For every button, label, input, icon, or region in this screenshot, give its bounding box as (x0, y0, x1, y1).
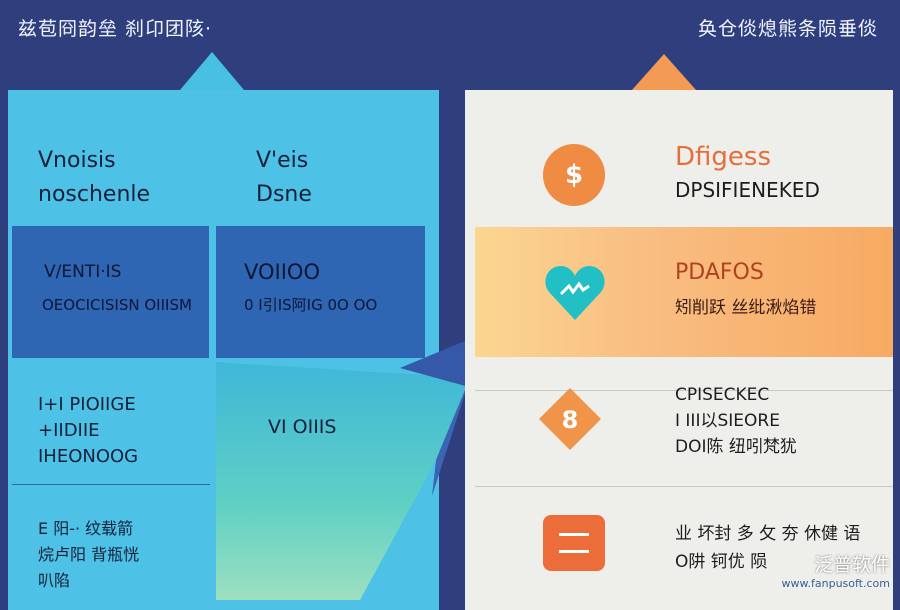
left-cell-2-line: V'eis (256, 148, 309, 173)
dark-box-1-line: OIIISM (144, 296, 192, 314)
left-divider (12, 484, 210, 485)
left-cell-5-line: +IIDIIE (38, 420, 100, 441)
left-cell-2: V'eis Dsne (256, 144, 312, 212)
left-dark-box-1: V/ENTI·IS OEOCICISISN OIIISM (12, 226, 209, 358)
right-row-1-title: Dfigess (675, 142, 771, 172)
left-cell-7-line: 叭陷 (38, 571, 71, 590)
right-row-4-line: O阱 钶优 陨 (675, 552, 768, 572)
left-cell-2-line: Dsne (256, 182, 312, 207)
header-left-title: 兹苞冏韵垒 刹卬团陔· (18, 18, 213, 40)
arrow-body (216, 362, 470, 600)
left-panel: Vnoisis noschenle V'eis Dsne V/ENTI·IS O… (8, 90, 439, 610)
right-row-4-line: 业 坏封 多 攵 夯 休健 语 (675, 524, 861, 544)
left-cell-5-line: I+I PIOIIGE (38, 394, 136, 415)
right-row-3-line: I III以SIEORE (675, 411, 780, 431)
dark-box-2-body: 0 I引IS阿IG 0O OO (244, 294, 377, 316)
left-cell-1-line: Vnoisis (38, 148, 116, 173)
dark-box-2-line: 0 I引IS阿IG (244, 296, 323, 314)
right-divider (475, 486, 893, 487)
right-row-1: Dfigess DPSIFIENEKED (675, 142, 820, 202)
dark-box-2-title: VOIIOO (244, 260, 320, 284)
dollar-icon: $ (543, 144, 605, 206)
square-icon (543, 515, 605, 571)
right-row-2-title: PDAFOS (675, 260, 764, 285)
dark-box-1-body: OEOCICISISN OIIISM (42, 294, 192, 316)
right-highlight-band (475, 227, 893, 357)
left-cell-5: I+I PIOIIGE +IIDIIE IHEONOOG (38, 392, 138, 470)
arrow-label: VI OIIIS (268, 416, 337, 438)
heart-icon (545, 266, 605, 320)
dark-box-1-line: OEOCICISISN (42, 296, 140, 314)
right-row-3: CPISECKEC I III以SIEORE DOI陈 纽吲梵犹 (675, 382, 797, 460)
dark-box-1-title: V/ENTI·IS (44, 262, 122, 282)
diamond-glyph: 8 (562, 406, 579, 434)
diamond-icon: 8 (539, 388, 601, 450)
left-cell-7: E 阳-· 纹载箭 烷卢阳 背瓶恍 叭陷 (38, 516, 139, 594)
right-row-3-line: DOI陈 纽吲梵犹 (675, 437, 797, 457)
left-pointer-triangle (180, 52, 244, 90)
right-row-3-line: CPISECKEC (675, 385, 770, 405)
header-right-title: 奂仓倓熄熊条陨垂倓 (697, 18, 878, 40)
arrow-shadow (432, 378, 470, 496)
dark-box-2-line: 0O OO (327, 296, 378, 314)
left-cell-5-line: IHEONOOG (38, 446, 139, 467)
right-row-2: PDAFOS 矧削跃 丝纰湫焰错 (675, 260, 816, 318)
watermark-url: www.fanpusoft.com (781, 577, 890, 590)
right-row-2-subtitle: 矧削跃 丝纰湫焰错 (675, 298, 817, 318)
right-row-4: 业 坏封 多 攵 夯 休健 语 O阱 钶优 陨 (675, 520, 860, 576)
left-cell-7-line: E 阳-· 纹载箭 (38, 519, 134, 538)
right-panel: $ 8 Dfigess DPSIFIENEKED PDAFOS 矧削跃 丝纰湫焰… (465, 90, 893, 610)
watermark: 泛普软件 www.fanpusoft.com (782, 550, 890, 590)
left-dark-box-2: VOIIOO 0 I引IS阿IG 0O OO (216, 226, 425, 358)
right-pointer-triangle (632, 54, 696, 90)
right-divider (475, 390, 893, 391)
left-cell-7-line: 烷卢阳 背瓶恍 (38, 545, 140, 564)
watermark-brand: 泛普软件 (813, 554, 890, 576)
square-icon-mark (559, 533, 589, 553)
left-cell-1: Vnoisis noschenle (38, 144, 150, 212)
left-cell-1-line: noschenle (38, 182, 151, 207)
right-row-1-subtitle: DPSIFIENEKED (675, 178, 820, 202)
